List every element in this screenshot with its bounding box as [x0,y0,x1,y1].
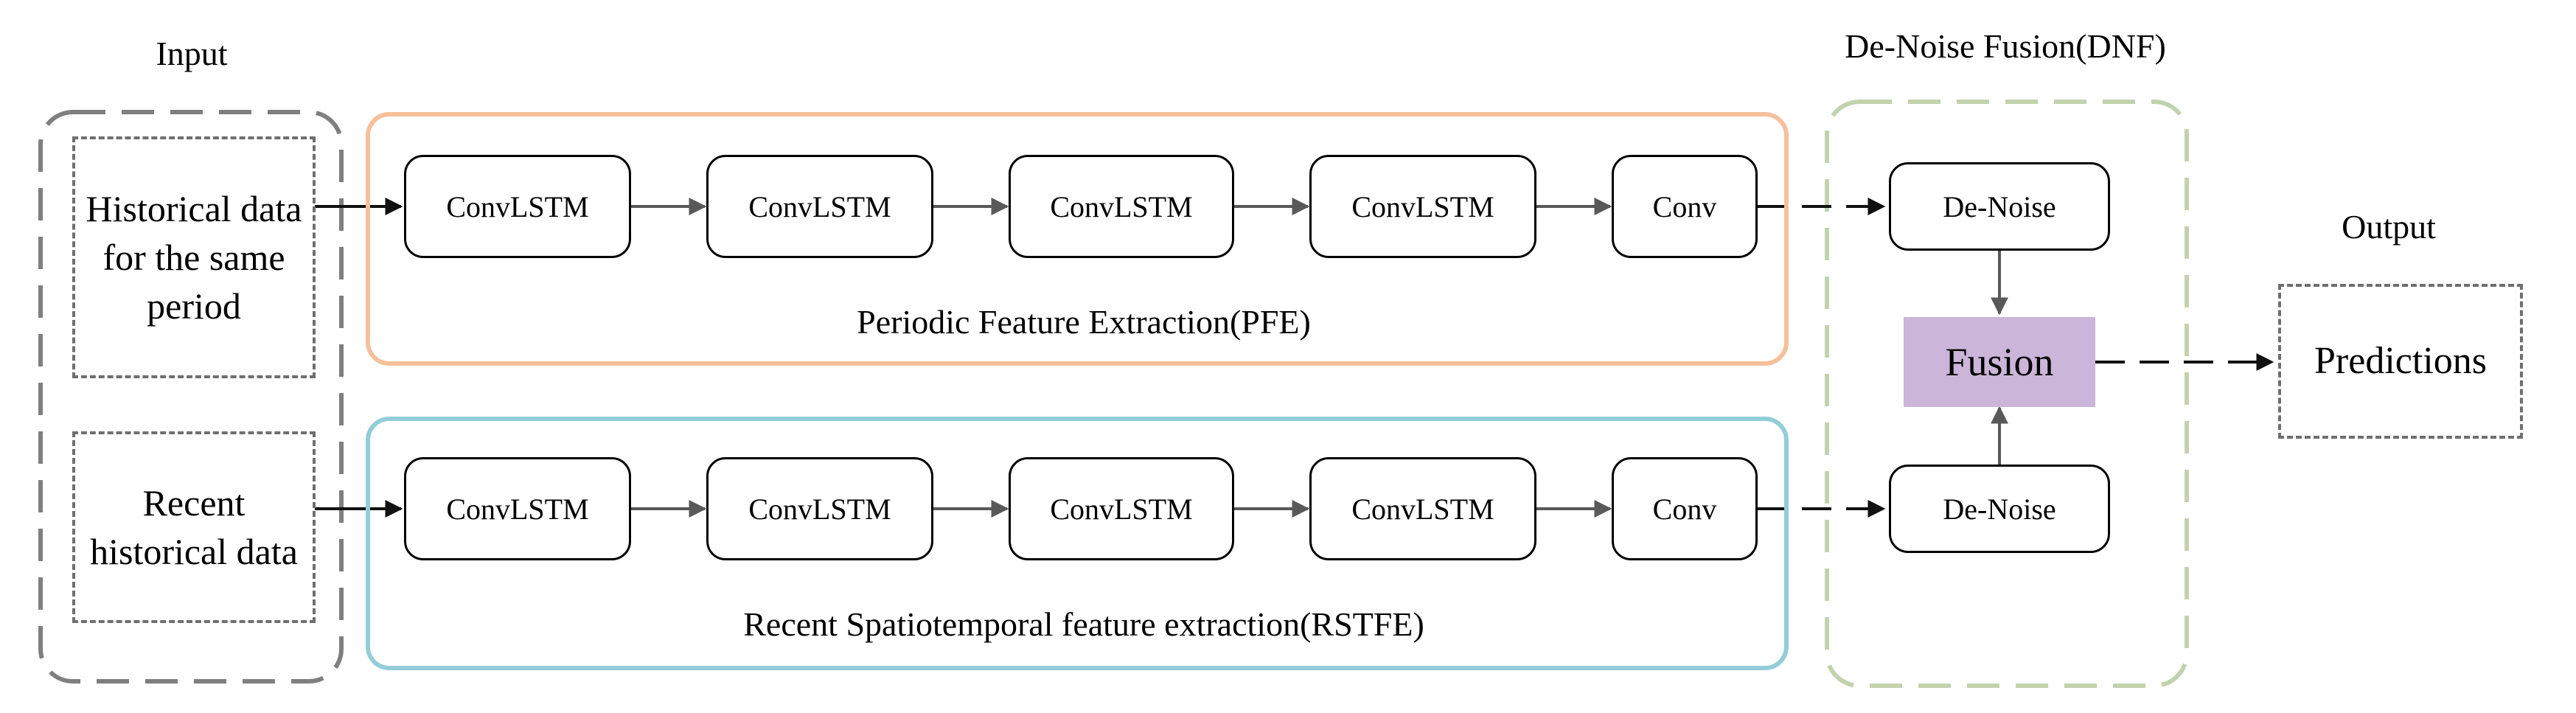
dnf-group-border [1825,100,2189,688]
pfe-conv: Conv [1612,155,1758,258]
fusion-block: Fusion [1904,317,2095,407]
rstfe-convlstm-4: ConvLSTM [1309,457,1536,560]
pfe-group [366,112,1789,366]
rstfe-conv: Conv [1612,457,1758,560]
denoise-bottom: De-Noise [1889,465,2110,553]
pfe-convlstm-2: ConvLSTM [706,155,933,258]
pfe-convlstm-4: ConvLSTM [1309,155,1536,258]
rstfe-convlstm-3: ConvLSTM [1009,457,1234,560]
pfe-convlstm-1: ConvLSTM [404,155,631,258]
dnf-title: De-Noise Fusion(DNF) [1845,27,2166,65]
rstfe-caption: Recent Spatiotemporal feature extraction… [743,605,1424,643]
predictions-box: Predictions [2278,284,2523,439]
denoise-top: De-Noise [1889,162,2110,251]
input-group-border [38,110,344,684]
input-recent-box: Recent historical data [72,431,316,623]
pfe-caption: Periodic Feature Extraction(PFE) [857,303,1311,341]
rstfe-group [366,417,1789,670]
rstfe-convlstm-2: ConvLSTM [706,457,933,560]
pfe-convlstm-3: ConvLSTM [1009,155,1234,258]
input-periodic-box: Historical data for the same period [72,136,316,378]
output-title: Output [2342,208,2436,246]
input-title: Input [156,35,228,72]
rstfe-convlstm-1: ConvLSTM [404,457,631,560]
